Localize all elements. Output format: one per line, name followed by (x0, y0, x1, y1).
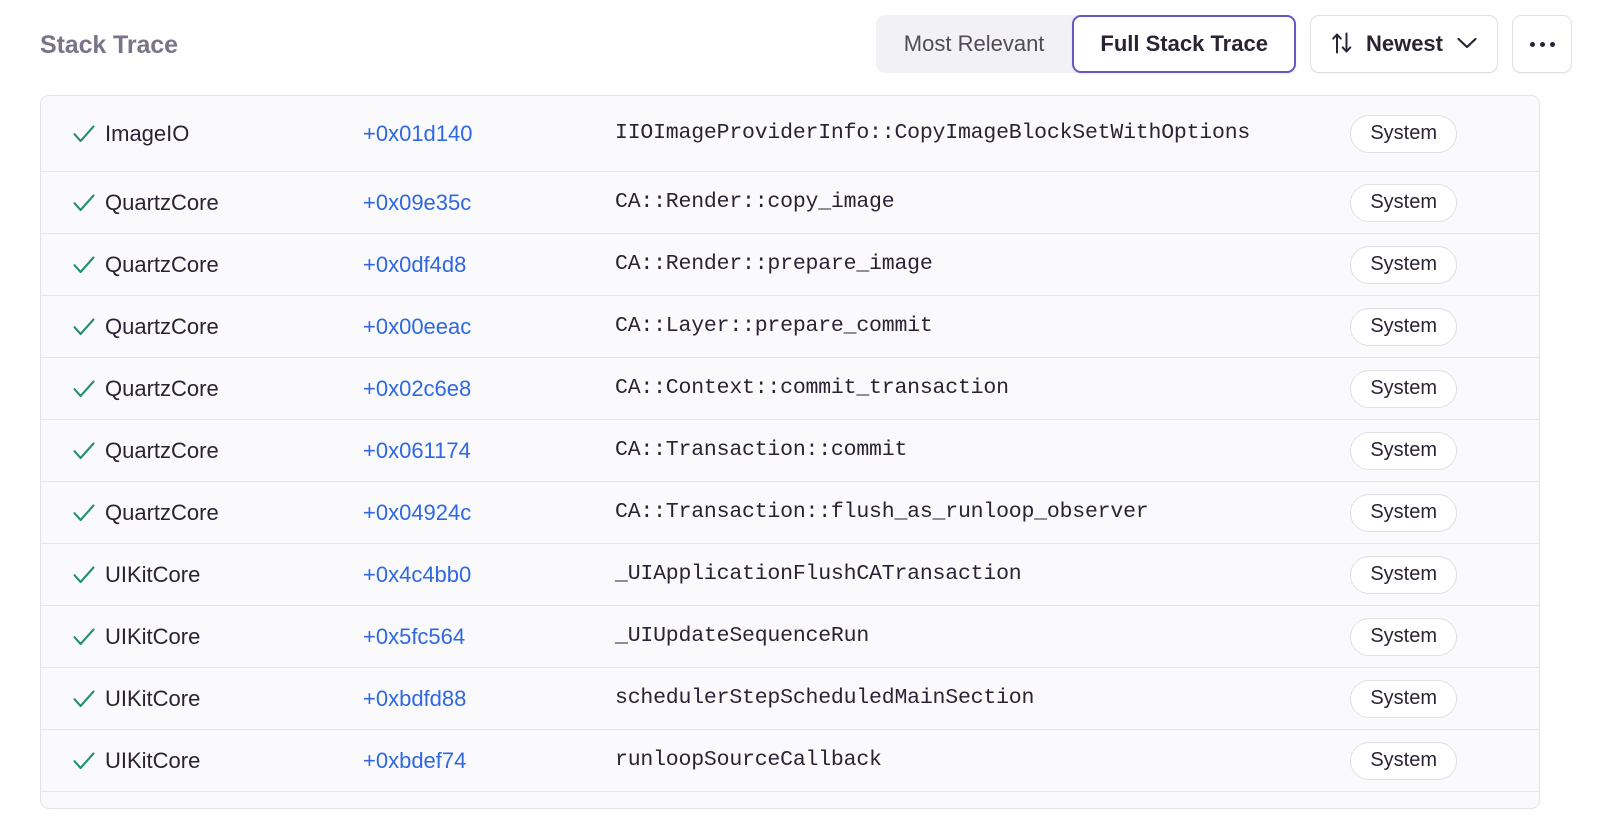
ellipsis-icon-dot-3 (1549, 41, 1555, 47)
status-badge: System (1350, 741, 1457, 780)
sort-arrows-icon (1331, 31, 1353, 58)
status-badge: System (1350, 183, 1457, 222)
header-actions: Most Relevant Full Stack Trace Newest (875, 15, 1572, 73)
stack-frame-row[interactable]: UIKitCore +0x5fc564 _UIUpdateSequenceRun Sy… (41, 606, 1539, 668)
page-title: Stack Trace (40, 30, 178, 59)
frame-badge-cell: System (1327, 493, 1457, 532)
status-badge: System (1350, 431, 1457, 470)
checkmark-icon (71, 252, 101, 278)
frame-badge-cell: System (1327, 114, 1457, 153)
frame-offset-link[interactable]: +0x5fc564 (363, 623, 466, 649)
frame-package-name: ImageIO (105, 120, 190, 146)
checkmark-icon (71, 686, 101, 712)
stack-frame-row[interactable]: QuartzCore +0x00eeac CA::Layer::prepare_co… (41, 296, 1539, 358)
status-badge: System (1350, 114, 1457, 153)
stack-frames-list: ImageIO +0x01d140 IIOImageProviderInfo::Co… (40, 95, 1540, 809)
frame-offset-link[interactable]: +0x09e35c (363, 189, 472, 215)
stack-frame-row[interactable]: QuartzCore +0x04924c CA::Transaction::flus… (41, 482, 1539, 544)
status-badge: System (1350, 369, 1457, 408)
frame-function-name: CA::Render::prepare_image (615, 251, 933, 276)
frame-function-name: _UIUpdateSequenceRun (615, 623, 870, 648)
stack-frame-row[interactable]: ImageIO +0x01d140 IIOImageProviderInfo::Co… (41, 96, 1539, 172)
frame-badge-cell: System (1327, 617, 1457, 656)
checkmark-icon (71, 376, 101, 402)
frame-function-name: CA::Transaction::flush_as_runloop_observ… (615, 499, 1149, 524)
checkmark-icon (71, 314, 101, 340)
ellipsis-icon-dot-2 (1539, 41, 1545, 47)
stack-frame-row[interactable]: UIKitCore +0xbdef74 runloopSourceCallback S… (41, 730, 1539, 792)
frame-function-name: schedulerStepScheduledMainSection (615, 685, 1035, 710)
panel-header: Stack Trace Most Relevant Full Stack Tra… (0, 0, 1614, 88)
frame-package-name: QuartzCore (105, 499, 219, 525)
frame-function-name: runloopSourceCallback (615, 747, 882, 772)
frame-package-name: QuartzCore (105, 313, 219, 339)
stack-frame-row[interactable]: UIKitCore +0x4c4bb0 _UIApplicationFlushCAT… (41, 544, 1539, 606)
frame-offset-link[interactable]: +0x01d140 (363, 120, 473, 146)
frame-offset-link[interactable]: +0x061174 (363, 437, 471, 463)
stack-frame-row[interactable]: QuartzCore +0x0df4d8 CA::Render::prepare_i… (41, 234, 1539, 296)
segment-most-relevant[interactable]: Most Relevant (876, 15, 1073, 73)
frame-function-name: _UIApplicationFlushCATransaction (615, 561, 1022, 586)
frame-badge-cell: System (1327, 369, 1457, 408)
frame-package-name: UIKitCore (105, 685, 201, 711)
stack-frame-row[interactable]: QuartzCore +0x02c6e8 CA::Context::commit_t… (41, 358, 1539, 420)
more-options-button[interactable] (1512, 15, 1572, 73)
status-badge: System (1350, 307, 1457, 346)
frame-badge-cell: System (1327, 183, 1457, 222)
status-badge: System (1350, 617, 1457, 656)
stack-frame-row[interactable]: QuartzCore +0x061174 CA::Transaction::comm… (41, 420, 1539, 482)
segment-full-stack-trace[interactable]: Full Stack Trace (1072, 15, 1296, 73)
frame-package-name: QuartzCore (105, 251, 219, 277)
frame-badge-cell: System (1327, 245, 1457, 284)
status-badge: System (1350, 679, 1457, 718)
stack-trace-view-segmented-control: Most Relevant Full Stack Trace (875, 15, 1296, 73)
frame-package-name: QuartzCore (105, 375, 219, 401)
checkmark-icon (71, 438, 101, 464)
frame-badge-cell: System (1327, 741, 1457, 780)
checkmark-icon (71, 748, 101, 774)
checkmark-icon (71, 624, 101, 650)
frame-badge-cell: System (1327, 307, 1457, 346)
chevron-down-icon (1456, 36, 1478, 53)
frame-package-name: QuartzCore (105, 189, 219, 215)
frame-offset-link[interactable]: +0x00eeac (363, 313, 472, 339)
frame-function-name: CA::Transaction::commit (615, 437, 908, 462)
frame-offset-link[interactable]: +0x4c4bb0 (363, 561, 472, 587)
frame-function-name: CA::Render::copy_image (615, 189, 895, 214)
checkmark-icon (71, 121, 101, 147)
frame-offset-link[interactable]: +0xbdfd88 (363, 685, 467, 711)
frame-offset-link[interactable]: +0xbdef74 (363, 747, 467, 773)
sort-button[interactable]: Newest (1309, 15, 1498, 73)
frame-package-name: UIKitCore (105, 623, 201, 649)
frame-package-name: QuartzCore (105, 437, 219, 463)
frame-offset-link[interactable]: +0x02c6e8 (363, 375, 472, 401)
frame-function-name: IIOImageProviderInfo::CopyImageBlockSetW… (615, 120, 1251, 145)
frame-package-name: UIKitCore (105, 747, 201, 773)
frame-package-name: UIKitCore (105, 561, 201, 587)
frame-badge-cell: System (1327, 431, 1457, 470)
checkmark-icon (71, 500, 101, 526)
checkmark-icon (71, 190, 101, 216)
stack-frame-row[interactable]: QuartzCore +0x09e35c CA::Render::copy_imag… (41, 172, 1539, 234)
sort-label: Newest (1365, 31, 1443, 56)
status-badge: System (1350, 493, 1457, 532)
frame-function-name: CA::Context::commit_transaction (615, 375, 1009, 400)
frame-badge-cell: System (1327, 679, 1457, 718)
frame-offset-link[interactable]: +0x0df4d8 (363, 251, 467, 277)
checkmark-icon (71, 562, 101, 588)
frame-function-name: CA::Layer::prepare_commit (615, 313, 933, 338)
status-badge: System (1350, 245, 1457, 284)
frame-offset-link[interactable]: +0x04924c (363, 499, 472, 525)
stack-frame-row[interactable]: UIKitCore +0xbdfd88 schedulerStepScheduled… (41, 668, 1539, 730)
ellipsis-icon (1529, 41, 1535, 47)
status-badge: System (1350, 555, 1457, 594)
frame-badge-cell: System (1327, 555, 1457, 594)
